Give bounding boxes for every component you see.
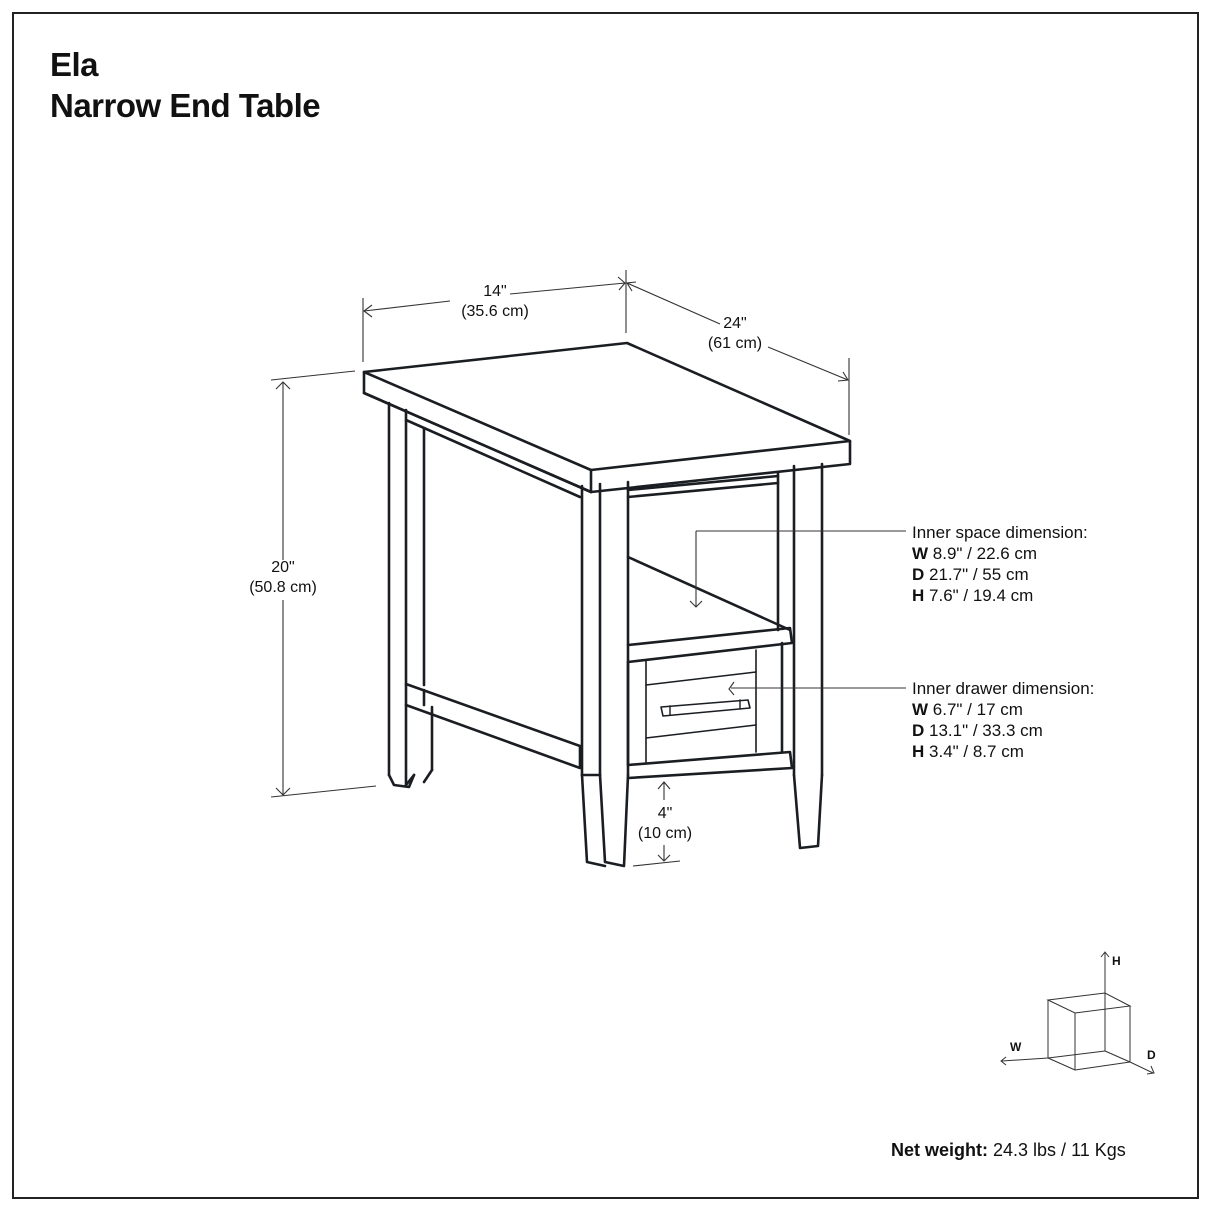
- clearance-metric: (10 cm): [637, 825, 693, 842]
- table-illustration: [362, 341, 852, 868]
- width-metric: (35.6 cm): [461, 303, 529, 320]
- net-weight-value: 24.3 lbs / 11 Kgs: [993, 1140, 1126, 1160]
- inner-space-row-w: W 8.9" / 22.6 cm: [912, 544, 1038, 563]
- product-name: Narrow End Table: [50, 87, 321, 124]
- depth-imperial: 24": [723, 315, 747, 332]
- inner-drawer-row-d: D 13.1" / 33.3 cm: [912, 721, 1043, 740]
- page-title: Ela Narrow End Table: [50, 44, 321, 126]
- inner-drawer-row-h: H 3.4" / 8.7 cm: [912, 742, 1024, 761]
- inner-space-row-h: H 7.6" / 19.4 cm: [912, 586, 1034, 605]
- depth-metric: (61 cm): [707, 335, 763, 352]
- brand-name: Ela: [50, 46, 99, 83]
- axis-label-height: H: [1112, 954, 1121, 968]
- depth-dimension: 24" (61 cm): [690, 314, 780, 354]
- net-weight: Net weight: 24.3 lbs / 11 Kgs: [891, 1140, 1126, 1161]
- width-dimension: 14" (35.6 cm): [440, 282, 550, 322]
- inner-space-spec: Inner space dimension: W 8.9" / 22.6 cm …: [912, 522, 1088, 606]
- height-metric: (50.8 cm): [249, 579, 317, 596]
- inner-drawer-spec: Inner drawer dimension: W 6.7" / 17 cm D…: [912, 678, 1094, 762]
- axis-cube-icon: [1000, 951, 1155, 1075]
- net-weight-label: Net weight:: [891, 1140, 988, 1160]
- dimension-lines: [270, 270, 906, 867]
- height-dimension: 20" (50.8 cm): [228, 558, 338, 598]
- inner-space-title: Inner space dimension:: [912, 523, 1088, 542]
- axis-label-depth: D: [1147, 1048, 1156, 1062]
- inner-drawer-title: Inner drawer dimension:: [912, 679, 1095, 698]
- inner-space-row-d: D 21.7" / 55 cm: [912, 565, 1029, 584]
- width-imperial: 14": [483, 283, 507, 300]
- clearance-imperial: 4": [657, 805, 673, 822]
- clearance-dimension: 4" (10 cm): [620, 804, 710, 844]
- spec-sheet-frame: [12, 12, 1199, 1199]
- inner-drawer-row-w: W 6.7" / 17 cm: [912, 700, 1023, 719]
- height-imperial: 20": [271, 559, 295, 576]
- axis-label-width: W: [1010, 1040, 1022, 1054]
